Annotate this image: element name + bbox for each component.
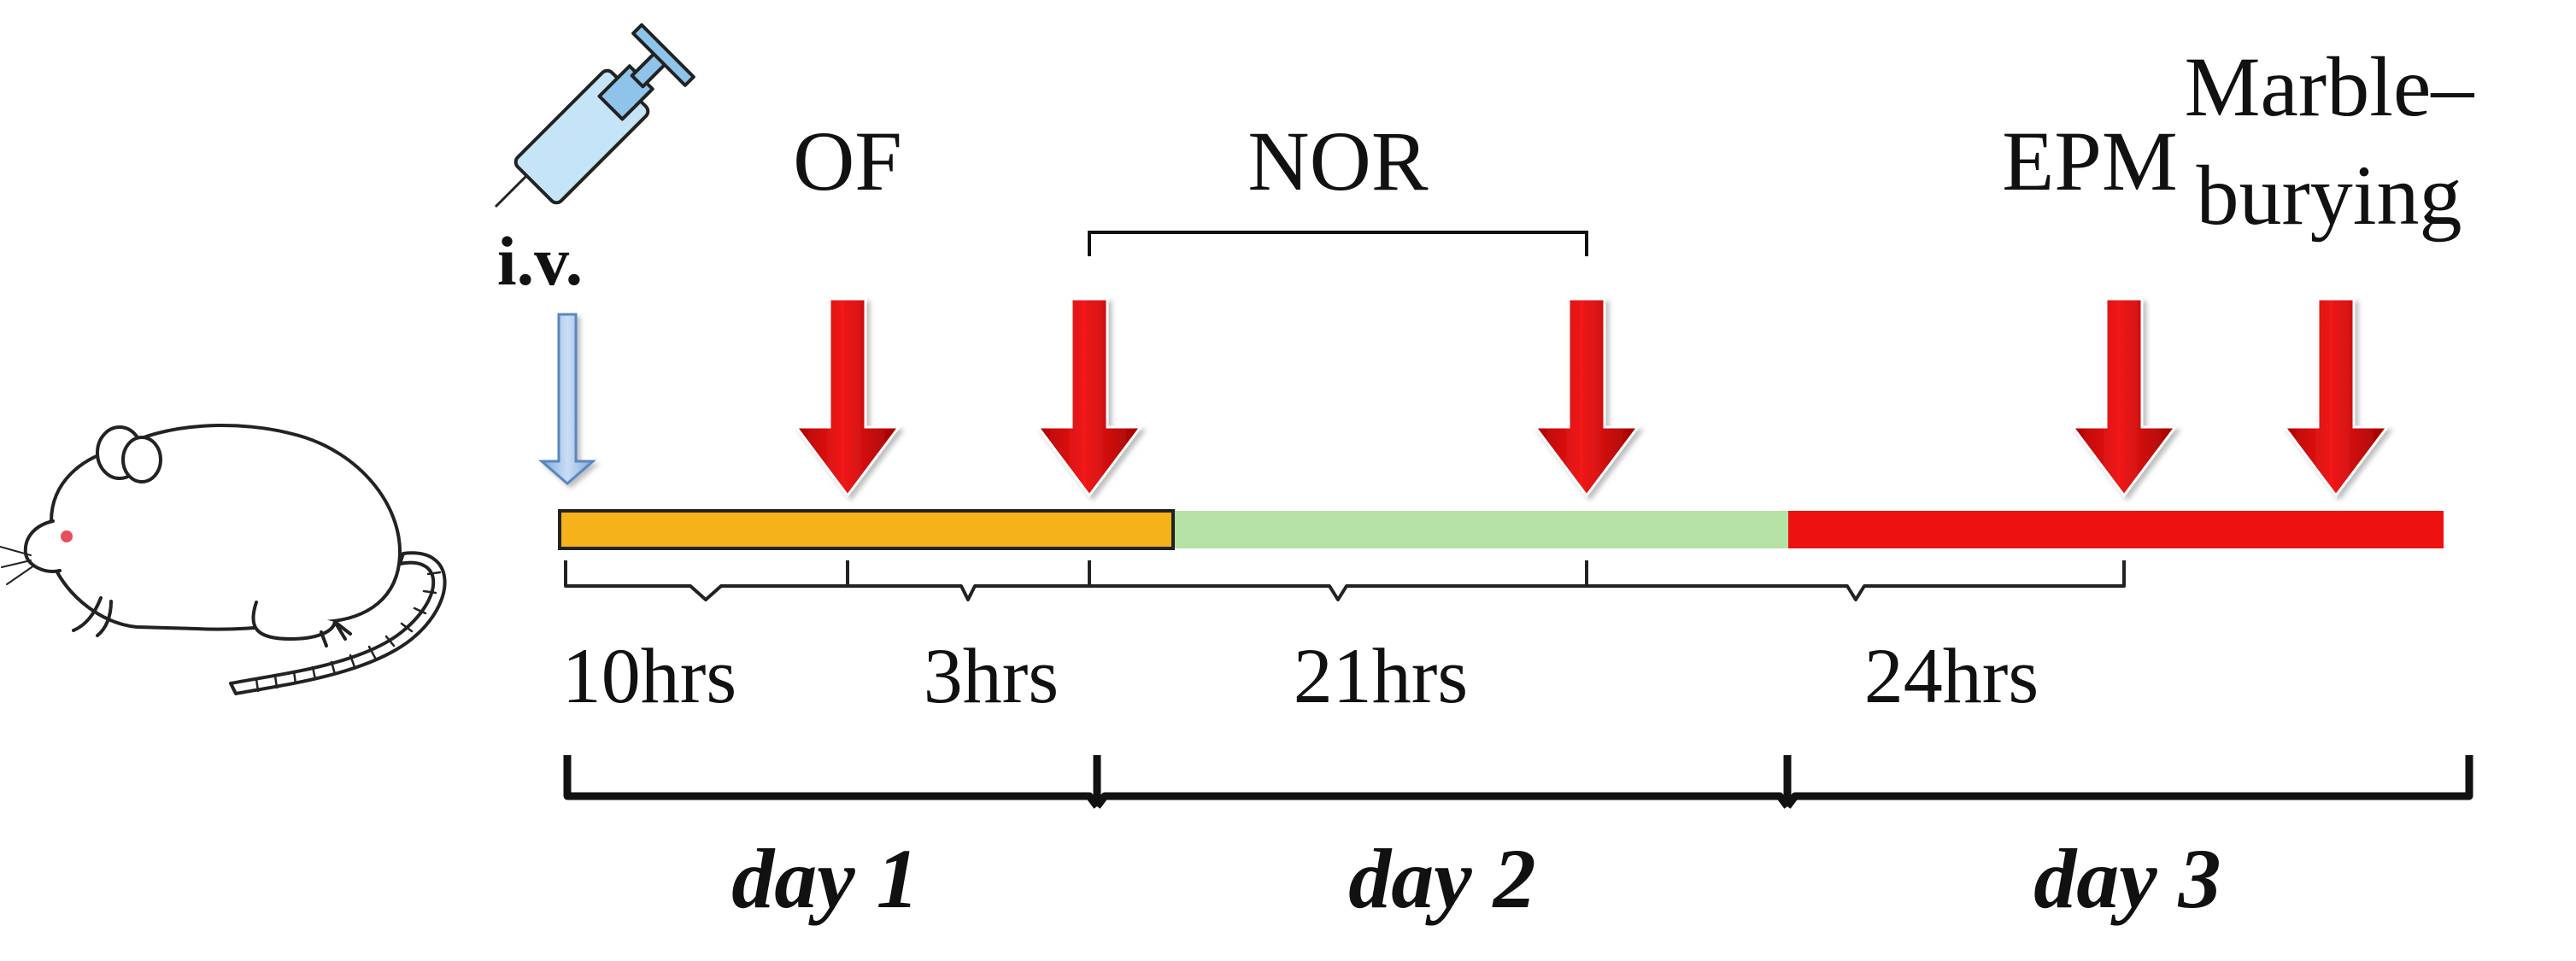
injection-arrow: [537, 313, 597, 485]
injection-label: i.v.: [497, 222, 583, 300]
day1-segment: [558, 509, 1175, 550]
day-label-2: day 2: [1348, 831, 1535, 926]
nor-bracket: [1088, 231, 1588, 256]
interval-braces: [564, 560, 2126, 601]
day2-segment: [1175, 511, 1788, 548]
day2-brace: [1094, 792, 1791, 809]
rat-icon: [0, 424, 447, 695]
interval-label-10hrs: 10hrs: [562, 632, 736, 719]
interval-label-21hrs: 21hrs: [1294, 632, 1468, 719]
interval-brace-3hrs: [846, 560, 1091, 601]
day-braces: [563, 755, 2473, 809]
interval-brace-21hrs: [1088, 560, 1588, 601]
interval-label-3hrs: 3hrs: [924, 632, 1059, 719]
interval-brace-24hrs: [1585, 560, 2126, 601]
test-label-marble-burying-line2: burying: [2196, 148, 2462, 243]
day3-brace: [1784, 755, 2473, 809]
interval-label-24hrs: 24hrs: [1864, 632, 2039, 719]
day3-segment: [1788, 511, 2444, 548]
interval-brace-10hrs: [564, 560, 849, 601]
test-label-of: OF: [793, 114, 902, 208]
day-label-3: day 3: [2033, 831, 2221, 926]
nor-end-arrow: [1533, 297, 1640, 498]
test-label-marble-burying-line1: Marble–: [2185, 39, 2475, 134]
test-label-epm: EPM: [2002, 114, 2178, 208]
nor-start-arrow: [1036, 297, 1143, 498]
day1-brace: [563, 755, 1100, 809]
test-label-nor: NOR: [1247, 114, 1428, 208]
syringe-icon: [494, 23, 695, 208]
marble-burying-arrow: [2282, 297, 2390, 498]
day-label-1: day 1: [731, 831, 918, 926]
timeline-bar: [558, 509, 2444, 550]
epm-arrow: [2070, 297, 2178, 498]
of-arrow: [794, 297, 901, 498]
